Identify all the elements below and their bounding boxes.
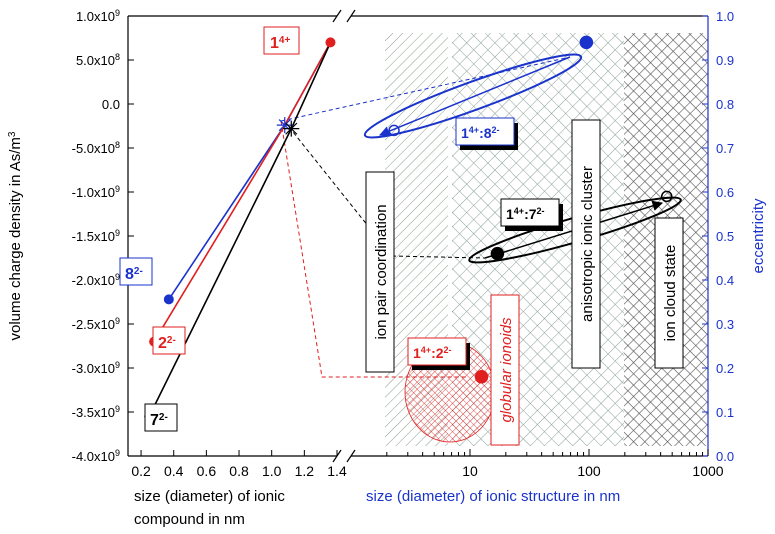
right-y-tick-label: 0.0	[716, 449, 734, 464]
left-x-tick-label: 0.4	[164, 463, 184, 479]
intersection-star	[283, 120, 300, 137]
left-y-tick-label: 5.0x108	[76, 52, 120, 68]
region-labels: ion pair coordination anisotropic ionic …	[365, 119, 684, 446]
series-point-8	[163, 294, 174, 305]
left-x-axis-label-line2: compound in nm	[134, 511, 245, 528]
right-point-series-1	[660, 190, 673, 203]
left-x-tick-label: 0.6	[197, 463, 217, 479]
right-x-tick-label: 10	[462, 463, 478, 479]
right-x-tick-label: 100	[577, 463, 601, 479]
left-x-tick-label: 1.4	[327, 463, 347, 479]
right-series-points	[388, 35, 673, 384]
star-stroke	[278, 119, 291, 132]
left-y-tick-label: 1.0x109	[76, 8, 120, 24]
label-1-8: 14+:82-	[455, 117, 518, 150]
left-series-labels: 14+ 82- 22- 72-	[119, 26, 300, 432]
right-y-tick-label: 0.2	[716, 361, 734, 376]
label-globular-ionoids: globular ionoids	[490, 294, 520, 446]
left-y-tick-label: -4.0x109	[72, 448, 120, 464]
right-point-series-0	[579, 35, 594, 50]
right-x-axis-label: size (diameter) of ionic structure in nm	[366, 488, 620, 505]
right-y-tick-label: 0.6	[716, 185, 734, 200]
intersection-star	[276, 117, 293, 134]
left-y-tick-label: -2.5x109	[72, 316, 120, 332]
svg-text:82-: 82-	[125, 266, 143, 284]
left-x-tick-label: 1.0	[262, 463, 282, 479]
right-x-tick-label: 1000	[692, 463, 723, 479]
left-x-tick-label: 1.2	[295, 463, 315, 479]
label-8-2minus: 82-	[119, 257, 153, 286]
right-y-tick-label: 1.0	[716, 9, 734, 24]
left-x-tick-label: 0.2	[131, 463, 151, 479]
label-anisotropic-ionic-cluster: anisotropic ionic cluster	[571, 119, 601, 369]
right-y-axis-label: eccentricity	[750, 198, 767, 274]
right-y-tick-label: 0.1	[716, 405, 734, 420]
connector-blue	[280, 56, 571, 122]
left-y-tick-label: -5.0x108	[72, 140, 120, 156]
label-ion-pair-coordination: ion pair coordination	[365, 171, 395, 373]
right-y-tick-label: 0.5	[716, 229, 734, 244]
right-axis-ticks: 0.0 0.1 0.2 0.3 0.4 0.5 0.6 0.7 0.8 0.9 1.0 10 100 10…	[386, 9, 734, 479]
series-point-apex	[325, 37, 336, 48]
left-axis-ticks: 1.0x109 5.0x108 0.0 -5.0x108 -1.0x109 -1.5x10…	[72, 8, 347, 479]
connector-red	[280, 120, 466, 378]
svg-text:22-: 22-	[158, 335, 176, 353]
right-y-tick-label: 0.7	[716, 141, 734, 156]
left-x-axis-label-line1: size (diameter) of ionic	[134, 488, 285, 505]
label-ion-cloud-state: ion cloud state	[654, 217, 684, 369]
left-y-tick-label: -2.0x109	[72, 272, 120, 288]
label-1-2: 14+:22-	[407, 337, 470, 370]
svg-text:14+:72-: 14+:72-	[506, 206, 545, 222]
right-series-labels: 14+:82- 14+:72- 14+:22-	[407, 117, 563, 370]
left-y-tick-label: -1.5x109	[72, 228, 120, 244]
right-point-series-1	[490, 246, 505, 261]
svg-text:72-: 72-	[150, 412, 168, 430]
right-y-tick-label: 0.8	[716, 97, 734, 112]
left-y-axis-label: volume charge density in As/m3	[7, 131, 25, 340]
left-y-tick-label: -1.0x109	[72, 184, 120, 200]
label-7-2minus: 72-	[144, 403, 178, 432]
label-2-2minus: 22-	[152, 326, 186, 355]
svg-text:14+: 14+	[270, 35, 290, 53]
series-line-7	[148, 42, 332, 417]
svg-text:anisotropic ionic cluster: anisotropic ionic cluster	[579, 166, 596, 322]
right-y-tick-label: 0.3	[716, 317, 734, 332]
arrow-1-8	[379, 56, 571, 137]
right-y-tick-label: 0.9	[716, 53, 734, 68]
left-x-tick-label: 0.8	[229, 463, 249, 479]
axis-break-top	[332, 9, 356, 23]
left-y-tick-label: 0.0	[102, 97, 120, 112]
label-1-7: 14+:72-	[500, 198, 563, 231]
svg-text:14+:22-: 14+:22-	[413, 345, 452, 361]
ellipse-1-8	[363, 53, 583, 139]
svg-text:globular ionoids: globular ionoids	[498, 317, 515, 423]
left-series-lines	[148, 42, 332, 417]
svg-text:14+:82-: 14+:82-	[461, 125, 500, 141]
svg-text:ion pair coordination: ion pair coordination	[373, 204, 390, 339]
series-line-8	[168, 42, 332, 300]
right-point-series-0	[388, 124, 400, 137]
star-stroke	[285, 122, 298, 135]
label-1-4plus: 14+	[263, 26, 300, 55]
left-y-tick-label: -3.5x109	[72, 404, 120, 420]
left-y-tick-label: -3.0x109	[72, 360, 120, 376]
right-point-series-2	[474, 370, 489, 384]
right-y-tick-label: 0.4	[716, 273, 734, 288]
svg-text:ion cloud state: ion cloud state	[662, 245, 679, 342]
series-line-2	[153, 42, 332, 343]
axis-break-bottom	[332, 449, 356, 463]
